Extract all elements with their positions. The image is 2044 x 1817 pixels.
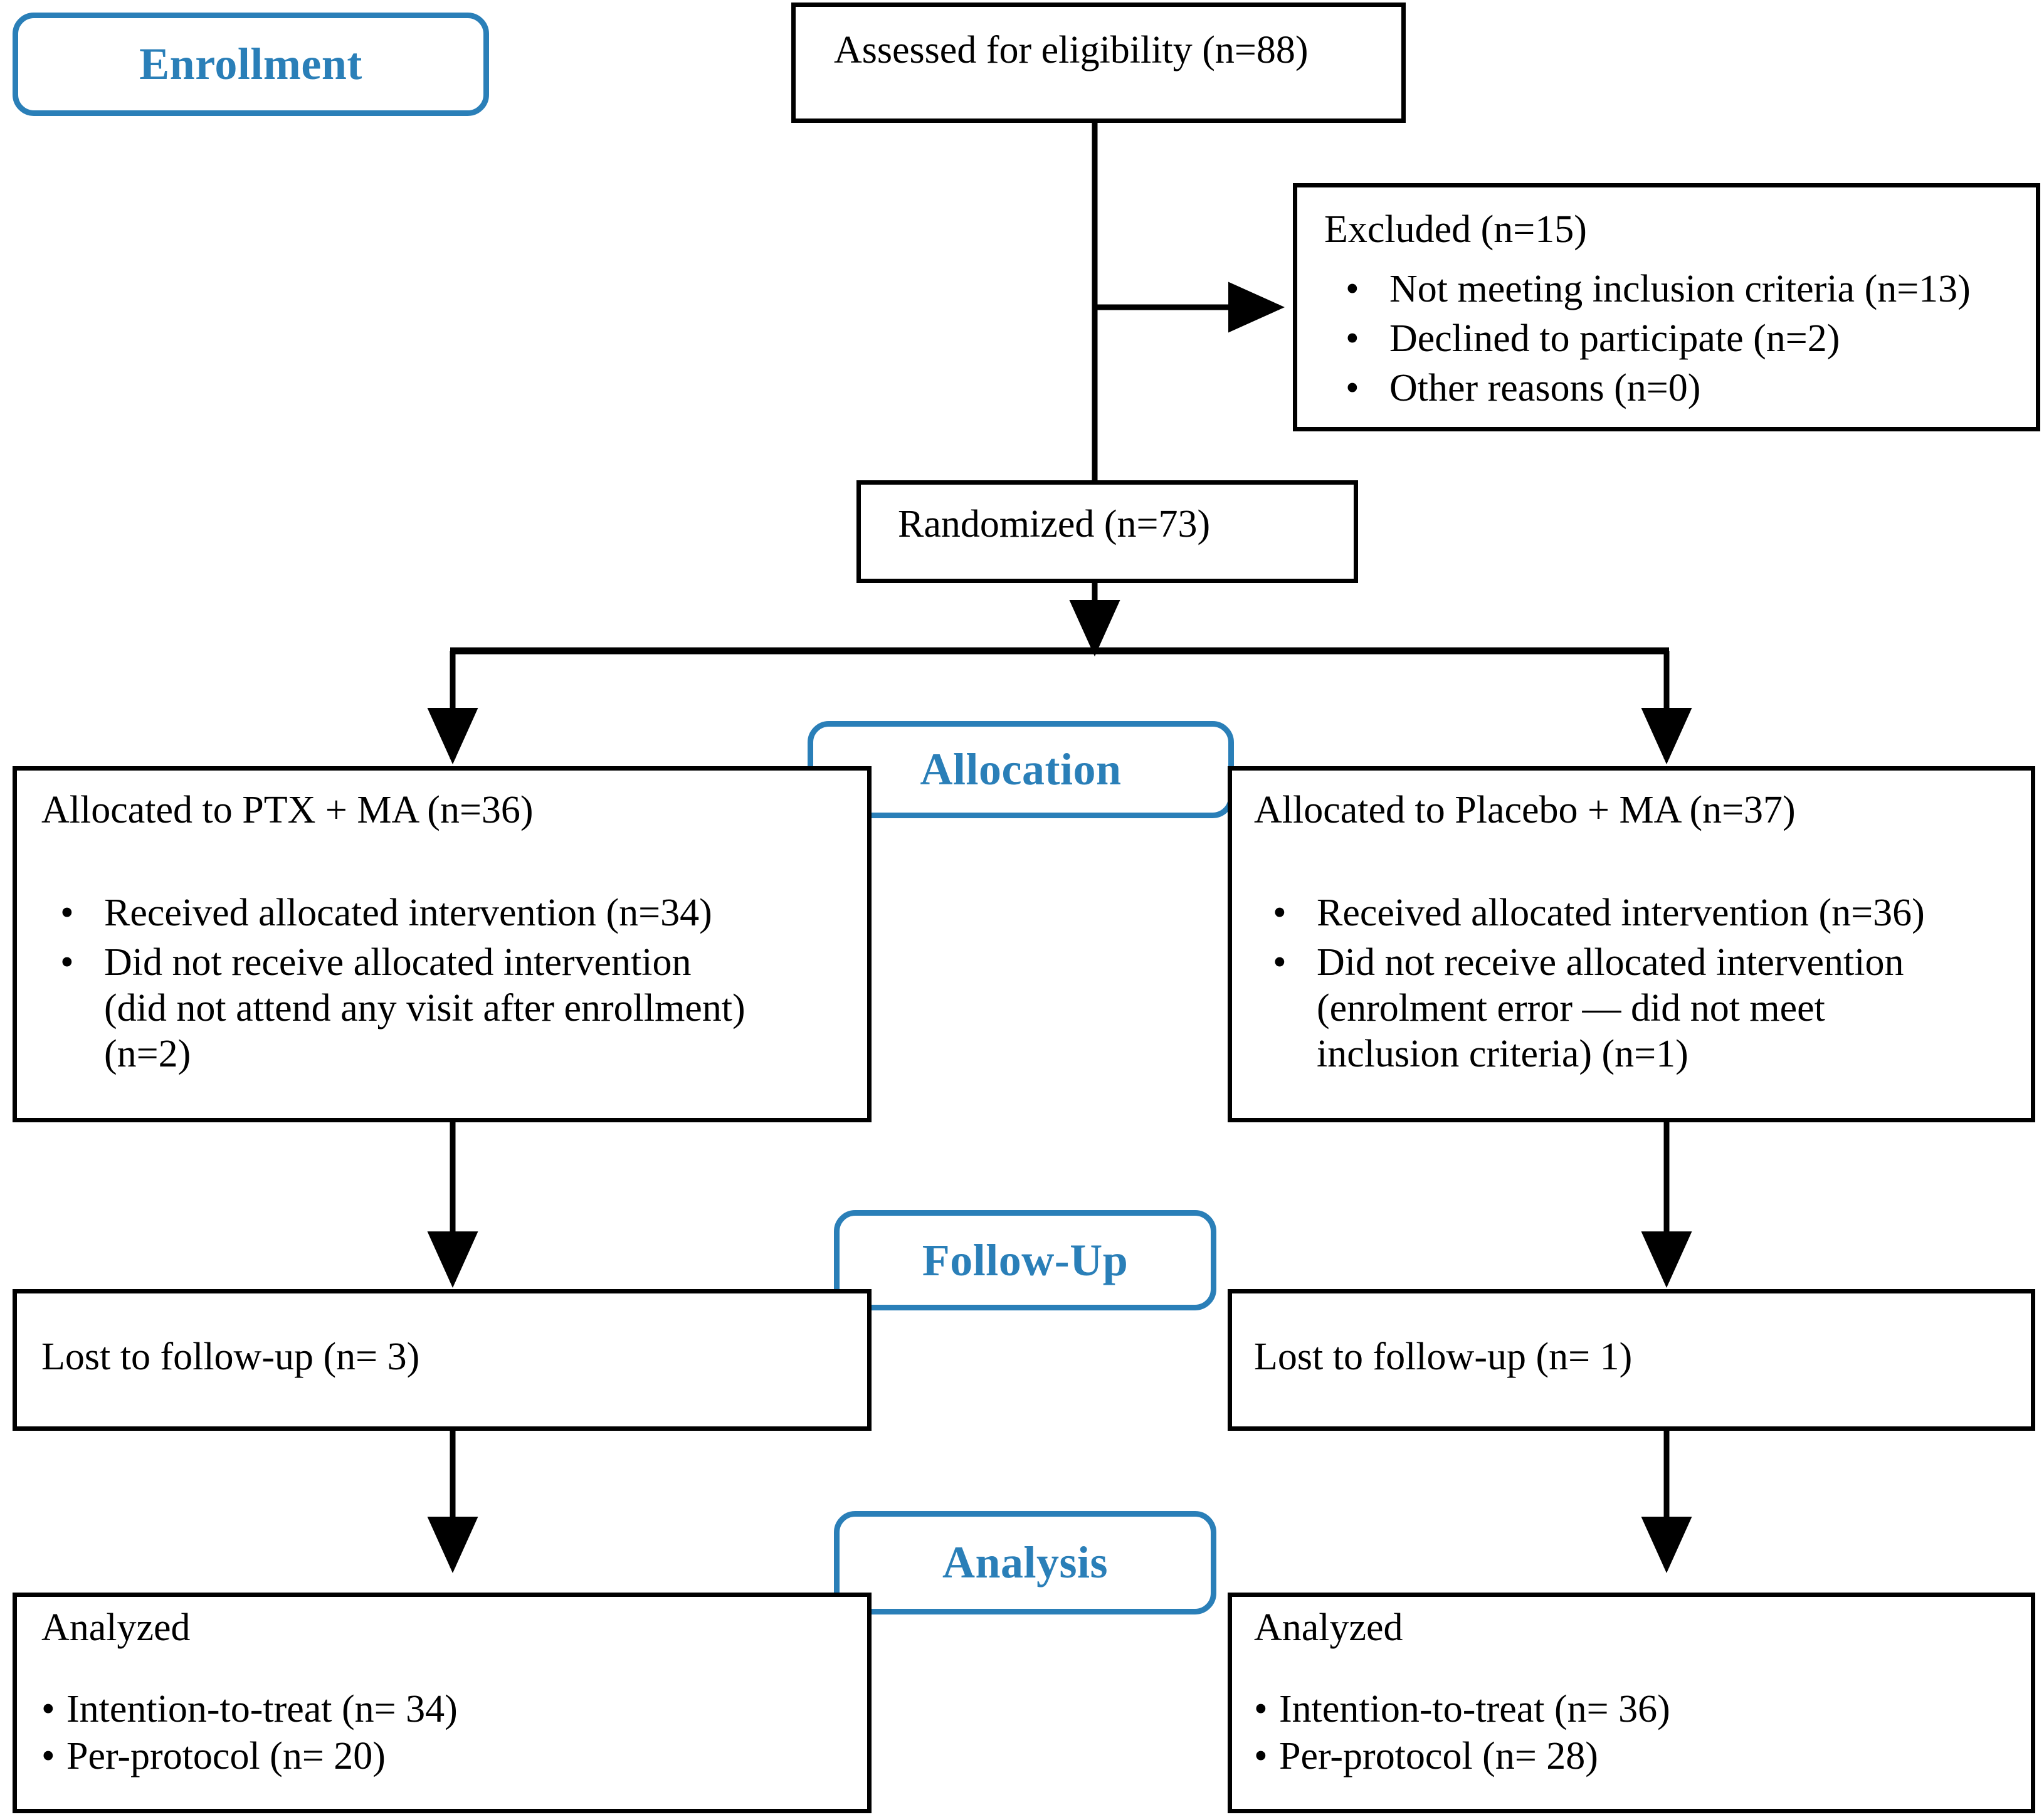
node-analyzed-right-title: Analyzed	[1254, 1606, 1403, 1649]
list-item: Declined to participate (n=2)	[1341, 316, 2024, 362]
stage-label-analysis-text: Analysis	[942, 1537, 1109, 1588]
node-allocated-placebo-ma-title: Allocated to Placebo + MA (n=37)	[1254, 789, 1796, 831]
list-item: Intention-to-treat (n= 34)	[41, 1687, 844, 1732]
node-analyzed-right-items: Intention-to-treat (n= 36) Per-protocol …	[1254, 1687, 2006, 1781]
list-item: Received allocated intervention (n=34)	[55, 890, 851, 936]
node-analyzed-left-items: Intention-to-treat (n= 34) Per-protocol …	[41, 1687, 844, 1781]
node-analyzed-left-title: Analyzed	[41, 1606, 191, 1649]
node-lost-to-followup-left	[13, 1289, 872, 1431]
list-item: Other reasons (n=0)	[1341, 366, 2024, 411]
node-allocated-ptx-ma-title: Allocated to PTX + MA (n=36)	[41, 789, 534, 831]
stage-label-enrollment-text: Enrollment	[139, 39, 362, 89]
list-item: Received allocated intervention (n=36)	[1268, 890, 2020, 936]
stage-label-allocation: Allocation	[808, 721, 1234, 818]
node-lost-to-followup-left-text: Lost to follow-up (n= 3)	[41, 1335, 420, 1378]
list-item: Per-protocol (n= 20)	[41, 1734, 844, 1779]
list-item: Did not receive allocated intervention (…	[1268, 940, 2020, 1077]
stage-label-allocation-text: Allocation	[920, 744, 1122, 794]
node-assessed-text: Assessed for eligibility (n=88)	[834, 29, 1309, 71]
stage-label-enrollment: Enrollment	[13, 13, 489, 116]
node-lost-to-followup-right	[1228, 1289, 2035, 1431]
list-item: Per-protocol (n= 28)	[1254, 1734, 2006, 1779]
node-excluded-title: Excluded (n=15)	[1324, 208, 1587, 251]
node-allocated-placebo-ma-items: Received allocated intervention (n=36) D…	[1268, 890, 2020, 1082]
stage-label-followup: Follow-Up	[834, 1210, 1216, 1310]
node-excluded-items: Not meeting inclusion criteria (n=13) De…	[1341, 266, 2024, 415]
stage-label-followup-text: Follow-Up	[922, 1235, 1129, 1285]
list-item: Not meeting inclusion criteria (n=13)	[1341, 266, 2024, 312]
stage-label-analysis: Analysis	[834, 1511, 1216, 1614]
node-lost-to-followup-right-text: Lost to follow-up (n= 1)	[1254, 1335, 1633, 1378]
node-randomized-text: Randomized (n=73)	[898, 503, 1211, 545]
node-randomized	[856, 480, 1358, 583]
list-item: Did not receive allocated intervention (…	[55, 940, 851, 1077]
node-assessed-for-eligibility	[791, 3, 1406, 123]
node-allocated-ptx-ma-items: Received allocated intervention (n=34) D…	[55, 890, 851, 1082]
list-item: Intention-to-treat (n= 36)	[1254, 1687, 2006, 1732]
